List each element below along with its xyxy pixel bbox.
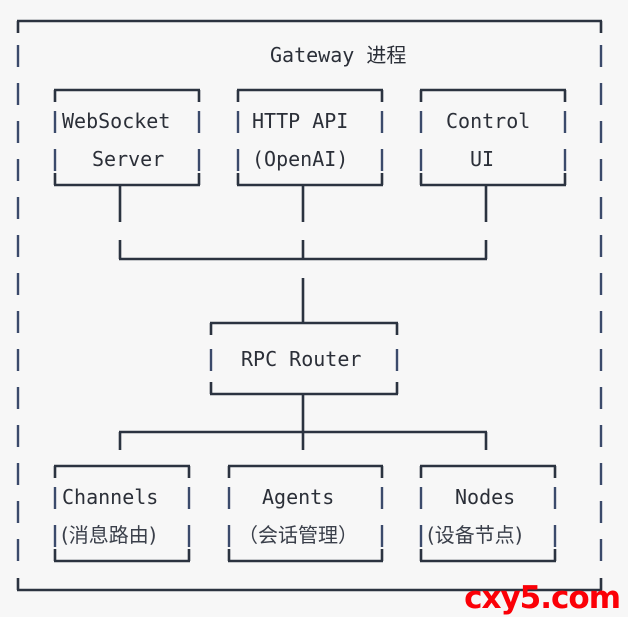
rpc-router-label: RPC Router (241, 347, 362, 371)
http-api-label-line1: HTTP API (252, 109, 349, 133)
outer-box-title: Gateway 进程 (270, 43, 407, 67)
channels-label-line2: (消息路由) (61, 523, 157, 547)
http-api-label-line2: (OpenAI) (252, 147, 349, 171)
control-ui-label-line1: Control (446, 109, 531, 133)
channels-label-line1: Channels (62, 485, 159, 509)
websocket-server-label-line1: WebSocket (62, 109, 171, 133)
agents-label-line2: （会话管理） (238, 523, 358, 547)
watermark-cxy5: cxy5.com (464, 580, 621, 616)
agents-label-line1: Agents (262, 485, 335, 509)
control-ui-label-line2: UI (470, 147, 495, 171)
websocket-server-label-line2: Server (92, 147, 165, 171)
nodes-label-line1: Nodes (455, 485, 516, 509)
nodes-label-line2: (设备节点) (427, 523, 523, 547)
